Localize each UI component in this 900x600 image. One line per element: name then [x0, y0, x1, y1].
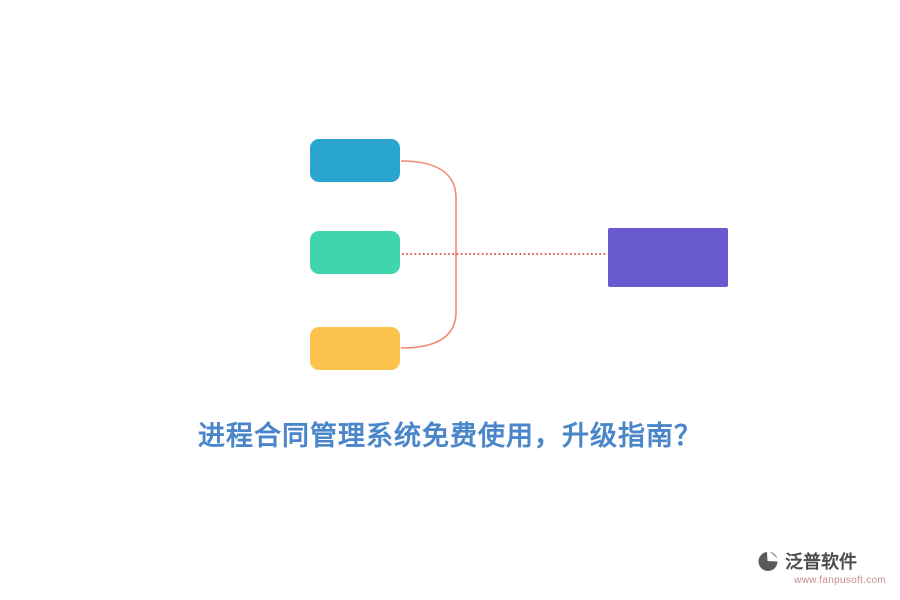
box-top — [310, 139, 400, 182]
brand-logo-icon — [758, 551, 778, 571]
target-box — [608, 228, 728, 287]
page-title: 进程合同管理系统免费使用，升级指南？ — [198, 421, 702, 451]
box-bottom — [310, 327, 400, 370]
bracket-connector — [400, 160, 457, 349]
brand-url: www.fanpusoft.com — [794, 575, 886, 586]
brand-name: 泛普软件 — [785, 552, 857, 572]
brand-block: 泛普软件 www.fanpusoft.com — [756, 548, 886, 586]
box-middle — [310, 231, 400, 274]
